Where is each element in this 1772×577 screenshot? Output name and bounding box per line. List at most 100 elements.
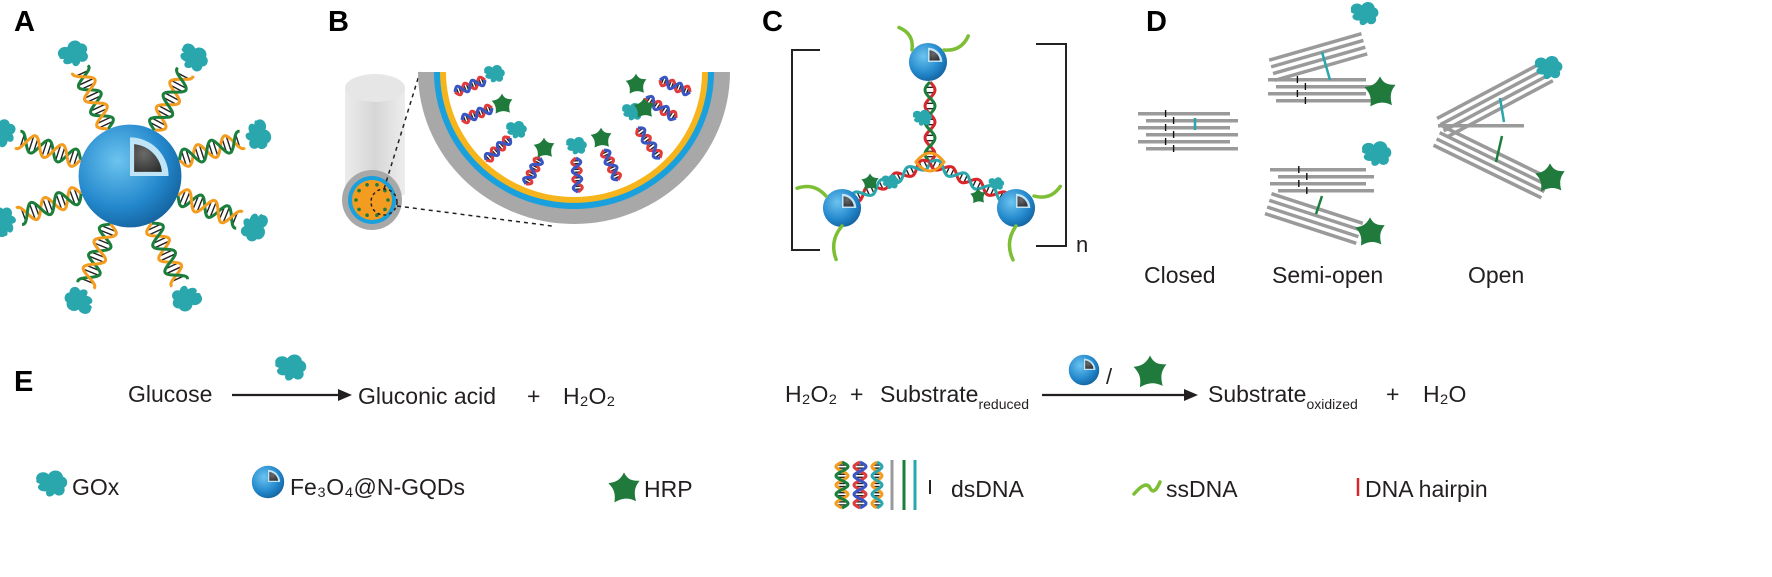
base-pair bbox=[83, 268, 100, 277]
strand bbox=[76, 222, 113, 283]
base-pair bbox=[90, 103, 106, 112]
capillary-cross-section-core bbox=[352, 180, 392, 220]
base-pair bbox=[225, 135, 233, 153]
hrp-enzyme-icon-shape bbox=[608, 472, 640, 503]
base-pair bbox=[192, 195, 200, 210]
strand bbox=[570, 156, 584, 194]
gox-enzyme-icon-shape bbox=[1361, 141, 1392, 166]
enzyme-dot bbox=[365, 213, 369, 218]
base-pair bbox=[194, 146, 201, 162]
helix-bundle-bar bbox=[1270, 38, 1364, 69]
helix-bundle-bar bbox=[1438, 131, 1549, 187]
dsdna-arm bbox=[176, 188, 244, 230]
reaction1-reactant: Glucose bbox=[128, 381, 213, 407]
ssdna-strand bbox=[942, 34, 970, 52]
helix-bundle-bar bbox=[1146, 133, 1238, 137]
immobilized-dsdna bbox=[570, 156, 584, 194]
reaction2-substrate: Substratereduced bbox=[880, 381, 1029, 412]
helix-bundle-bar bbox=[1276, 99, 1374, 103]
panel-e-reactions bbox=[232, 354, 1198, 401]
gox-enzyme-icon-shape bbox=[275, 354, 307, 381]
base-pair bbox=[101, 225, 117, 233]
gox-enzyme-icon-shape bbox=[241, 117, 275, 153]
base-pair bbox=[96, 116, 112, 125]
gox-enzyme-icon-shape bbox=[881, 174, 900, 189]
helix-bundle-bar bbox=[1274, 52, 1368, 83]
hrp-enzyme-icon-shape bbox=[861, 173, 879, 190]
helix-bundle-bar bbox=[1146, 147, 1238, 151]
strand bbox=[929, 158, 1011, 204]
strand bbox=[81, 223, 118, 290]
helix-bundle-bar bbox=[1436, 60, 1544, 121]
nanoparticle-icon bbox=[908, 42, 948, 82]
ssdna-strand bbox=[1007, 224, 1018, 262]
panel-label-d: D bbox=[1146, 6, 1167, 38]
hrp-enzyme-icon bbox=[608, 472, 640, 503]
strand bbox=[870, 460, 884, 510]
helix-bundle-bar bbox=[1138, 112, 1230, 116]
strand bbox=[70, 72, 109, 131]
helix-bundle-bar bbox=[1266, 205, 1359, 239]
gox-enzyme-icon bbox=[0, 116, 19, 152]
base-pair bbox=[84, 90, 100, 99]
base-pair bbox=[157, 104, 173, 114]
legend-label-dsdna: dsDNA bbox=[951, 476, 1024, 502]
base-pair bbox=[28, 203, 36, 220]
state-label-semi-open: Semi-open bbox=[1272, 262, 1384, 288]
immobilized-dsdna bbox=[483, 135, 513, 163]
base-pair bbox=[42, 198, 50, 215]
base-pair bbox=[149, 121, 164, 131]
strand bbox=[176, 193, 237, 230]
helix-bundle-bar bbox=[1276, 85, 1374, 89]
nanoparticle-icon bbox=[78, 124, 182, 228]
enzyme-dot bbox=[375, 213, 379, 218]
strand bbox=[151, 221, 190, 280]
gox-enzyme-icon bbox=[1534, 56, 1563, 80]
gox-enzyme-icon-shape bbox=[0, 116, 19, 152]
gox-enzyme-icon-shape bbox=[1350, 2, 1379, 26]
semi-open-linker-1 bbox=[1320, 51, 1332, 81]
open-linker-1 bbox=[1498, 97, 1506, 123]
nanoparticle-icon-shape bbox=[996, 188, 1036, 228]
immobilized-dsdna bbox=[522, 156, 544, 186]
panel-label-b: B bbox=[328, 6, 349, 38]
base-pair bbox=[160, 253, 176, 262]
base-pair bbox=[156, 109, 171, 118]
legend-label-ssdna: ssDNA bbox=[1166, 476, 1238, 502]
immobilized-dsdna bbox=[644, 94, 678, 122]
panel-c-y-shaped-network bbox=[791, 25, 1067, 262]
legend-label-hrp: HRP bbox=[644, 476, 693, 502]
gox-enzyme-icon-shape bbox=[1534, 56, 1563, 80]
state-label-open: Open bbox=[1468, 262, 1525, 288]
legend-label-nanoparticle: Fe₃O₄@N-GQDs bbox=[290, 474, 465, 500]
strand bbox=[22, 191, 83, 226]
helix-bundle-bar bbox=[1270, 182, 1366, 186]
hrp-enzyme-icon bbox=[1133, 355, 1167, 388]
enzyme-dot bbox=[383, 207, 387, 212]
strand bbox=[14, 134, 82, 168]
open-origami-upper bbox=[1436, 60, 1554, 139]
substrate-text: Substrate bbox=[880, 381, 979, 407]
strand bbox=[870, 460, 884, 510]
dsdna-arm bbox=[15, 186, 83, 226]
helix-bundle-bar bbox=[1446, 79, 1554, 139]
strand bbox=[522, 157, 544, 185]
strand bbox=[453, 78, 487, 94]
immobilized-dsdna bbox=[658, 75, 692, 97]
helix-bundle-bar bbox=[1435, 137, 1546, 194]
hrp-enzyme-icon bbox=[861, 173, 879, 190]
semi-open-origami-rotated bbox=[1264, 192, 1364, 245]
semi-open-origami-bottom-1 bbox=[1268, 76, 1374, 104]
enzyme-dot bbox=[357, 207, 361, 212]
strand bbox=[76, 64, 115, 130]
strand bbox=[834, 460, 850, 510]
strand bbox=[603, 148, 619, 182]
state-label-closed: Closed bbox=[1144, 262, 1216, 288]
ssdna-icon bbox=[1132, 480, 1162, 496]
base-pair bbox=[170, 79, 187, 89]
panel-d-dna-origami-states bbox=[1138, 2, 1565, 246]
legend-label-hairpin: DNA hairpin bbox=[1365, 476, 1488, 502]
reaction1-product: Gluconic acid bbox=[358, 383, 497, 409]
strand bbox=[178, 129, 240, 164]
